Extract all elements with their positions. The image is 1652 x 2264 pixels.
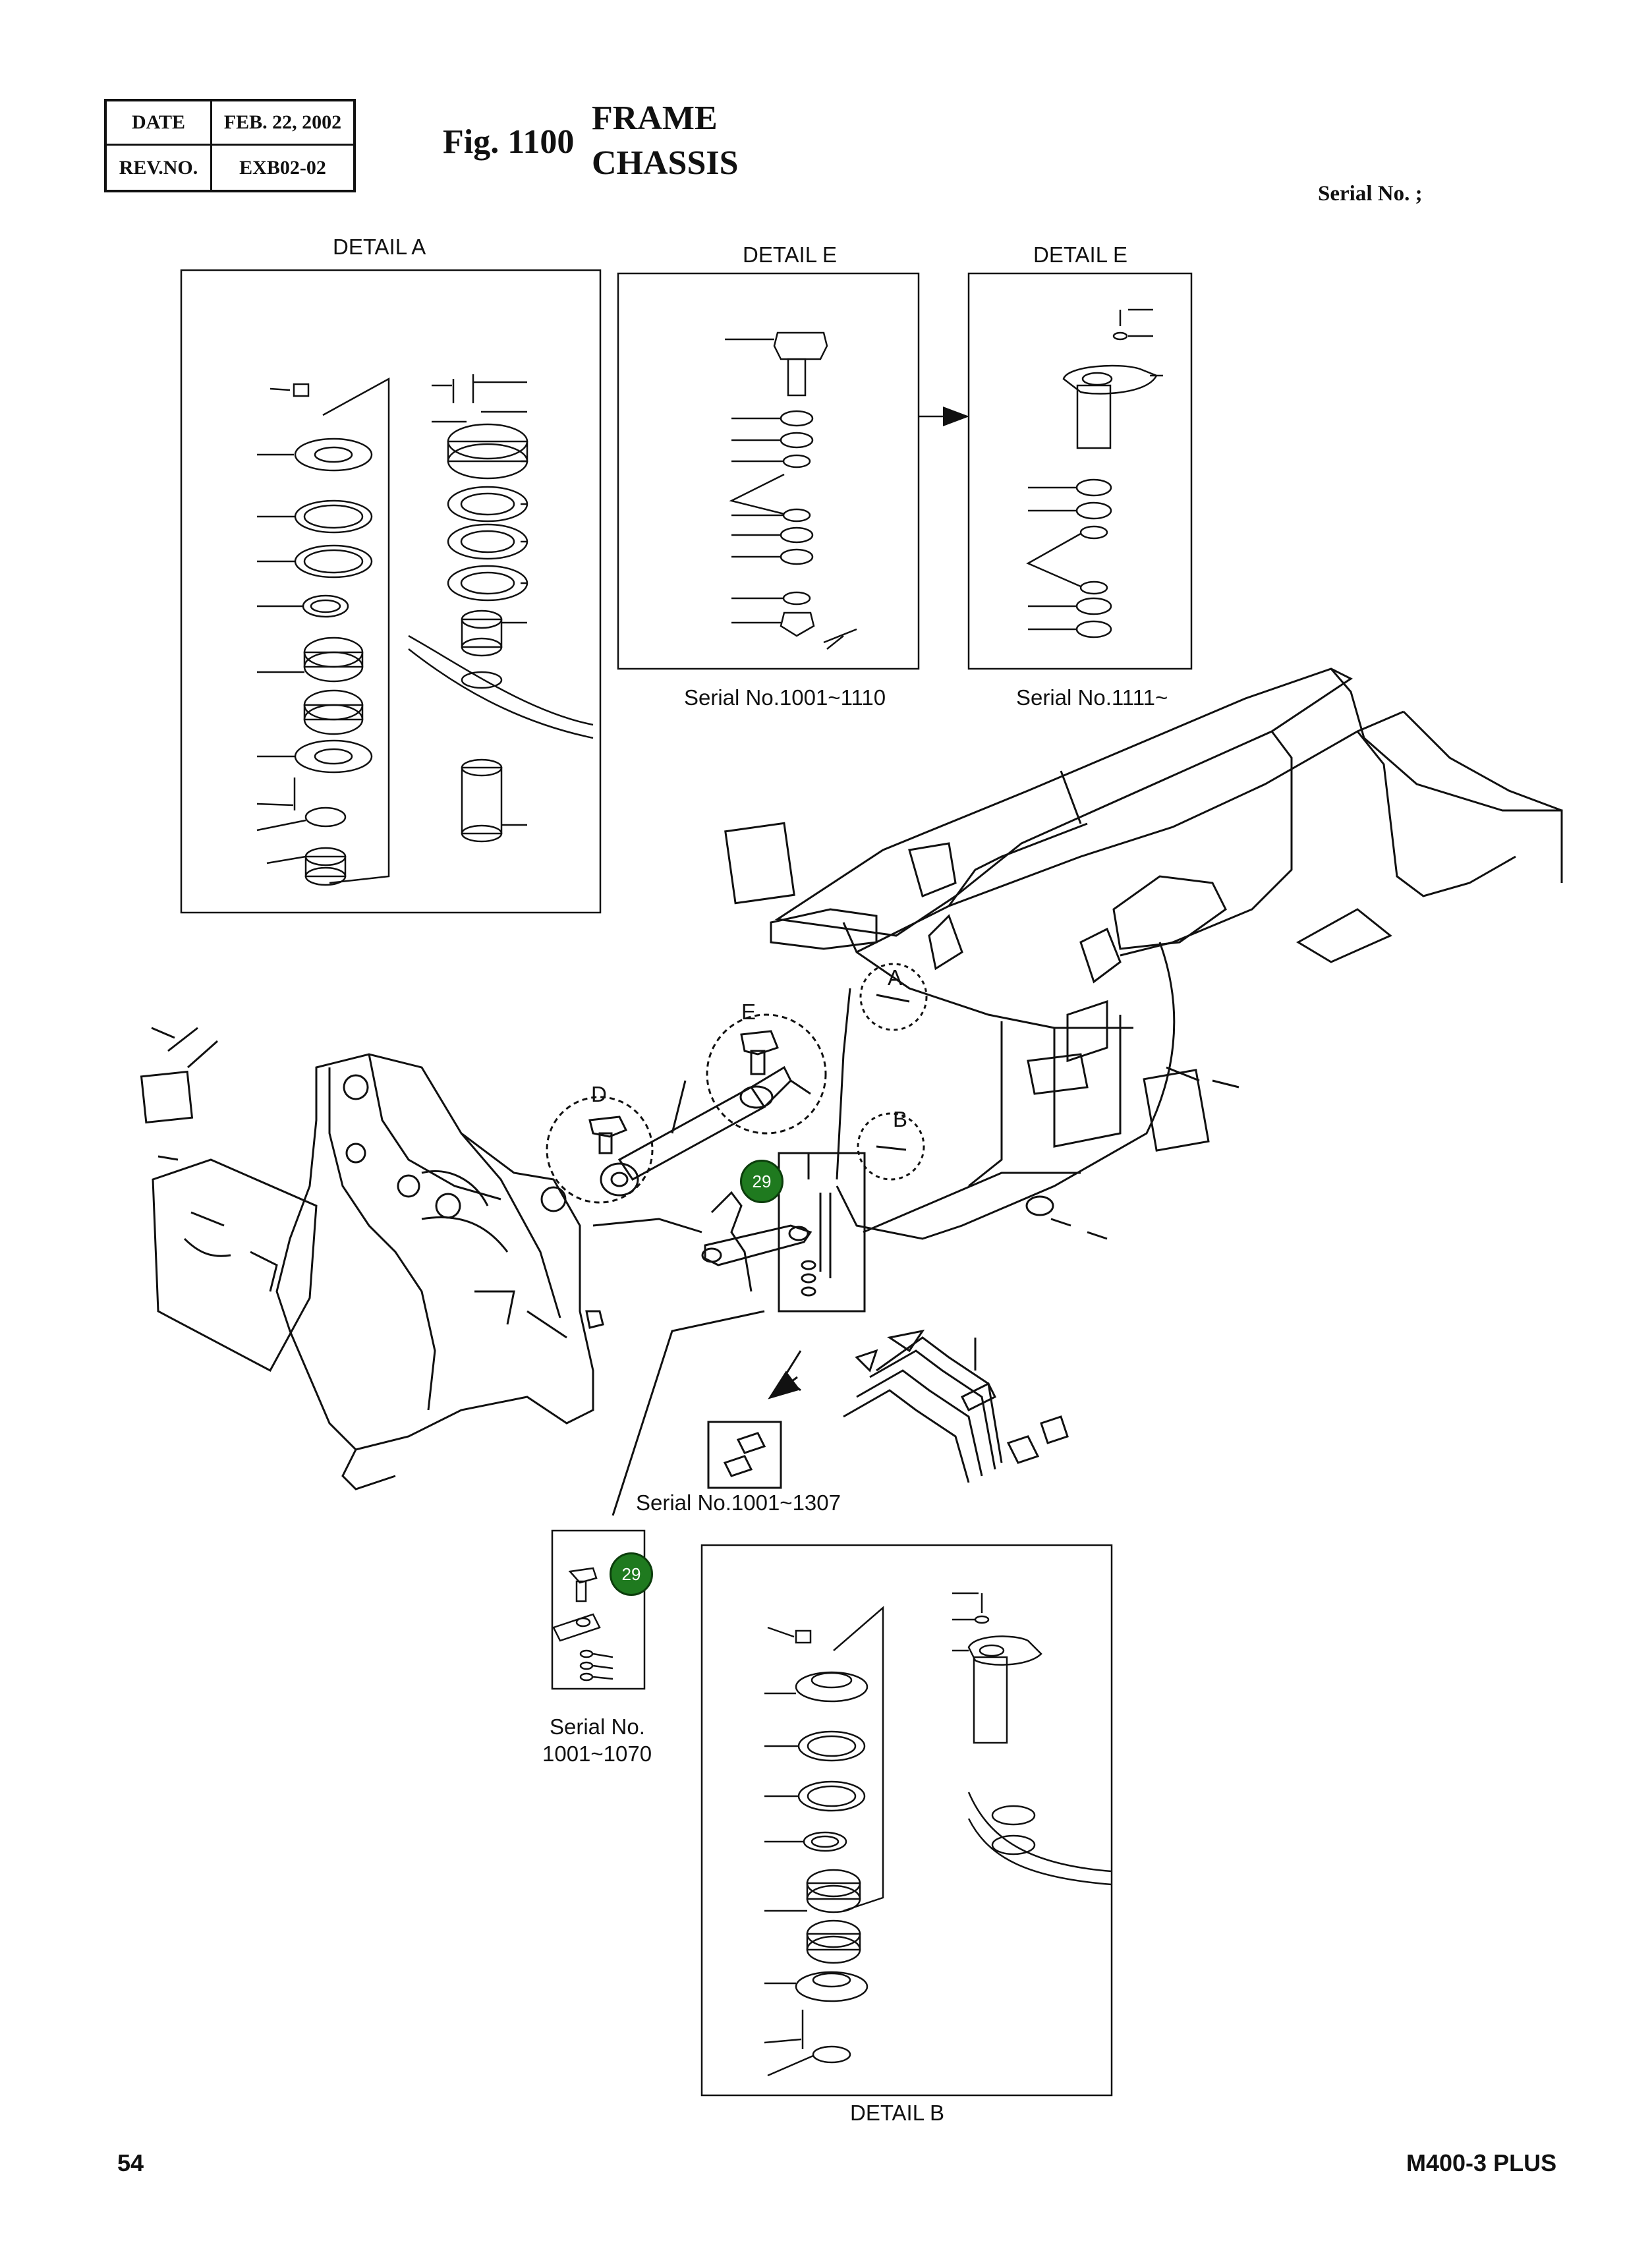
- rev-label: REV.NO.: [107, 146, 212, 190]
- hose-assembly: [707, 1329, 1069, 1489]
- model-name: M400-3 PLUS: [1406, 2149, 1557, 2176]
- serial-note-link-line2: 1001~1070: [542, 1741, 652, 1766]
- serial-note-detail-e1: Serial No.1001~1110: [684, 685, 886, 710]
- figure-title-line1: FRAME: [592, 99, 718, 137]
- detail-e1-parts: [725, 331, 969, 650]
- callout-29-inset[interactable]: 29: [610, 1552, 653, 1596]
- serial-note-hose: Serial No.1001~1307: [636, 1490, 841, 1515]
- detail-a-parts: [256, 374, 594, 886]
- detail-e1-frame: [617, 272, 920, 670]
- marker-b: B: [893, 1107, 908, 1131]
- detail-b-label: DETAIL B: [850, 2101, 945, 2125]
- detail-b-parts: [764, 1592, 1112, 2077]
- steering-cylinder: [546, 1013, 1081, 1516]
- marker-a: A: [888, 965, 903, 990]
- detail-e2-frame: [967, 272, 1193, 670]
- detail-e2-label: DETAIL E: [1033, 242, 1128, 267]
- revision-table: DATE FEB. 22, 2002 REV.NO. EXB02-02: [104, 99, 356, 192]
- detail-b-frame: [700, 1544, 1113, 2097]
- callout-29-main[interactable]: 29: [740, 1160, 783, 1203]
- rev-value: EXB02-02: [239, 156, 326, 179]
- marker-e: E: [741, 1000, 756, 1024]
- date-label: DATE: [107, 101, 212, 146]
- link-inset-frame: [551, 1529, 646, 1690]
- front-frame: [140, 1027, 604, 1490]
- detail-a-frame: [180, 269, 602, 914]
- detail-e1-label: DETAIL E: [743, 242, 838, 267]
- figure-title-line2: CHASSIS: [592, 144, 739, 182]
- rear-frame: [724, 667, 1563, 1240]
- serial-number-label: Serial No. ;: [1318, 182, 1423, 206]
- figure-number: Fig. 1100: [443, 123, 575, 161]
- serial-note-detail-e2: Serial No.1111~: [1016, 685, 1168, 710]
- detail-a-label: DETAIL A: [333, 235, 426, 259]
- page-number: 54: [117, 2149, 144, 2176]
- detail-e2-parts: [1026, 308, 1163, 638]
- serial-note-link-line1: Serial No.: [550, 1714, 645, 1739]
- marker-d: D: [591, 1082, 607, 1106]
- link-inset-parts: [552, 1567, 613, 1682]
- date-value: FEB. 22, 2002: [212, 101, 353, 146]
